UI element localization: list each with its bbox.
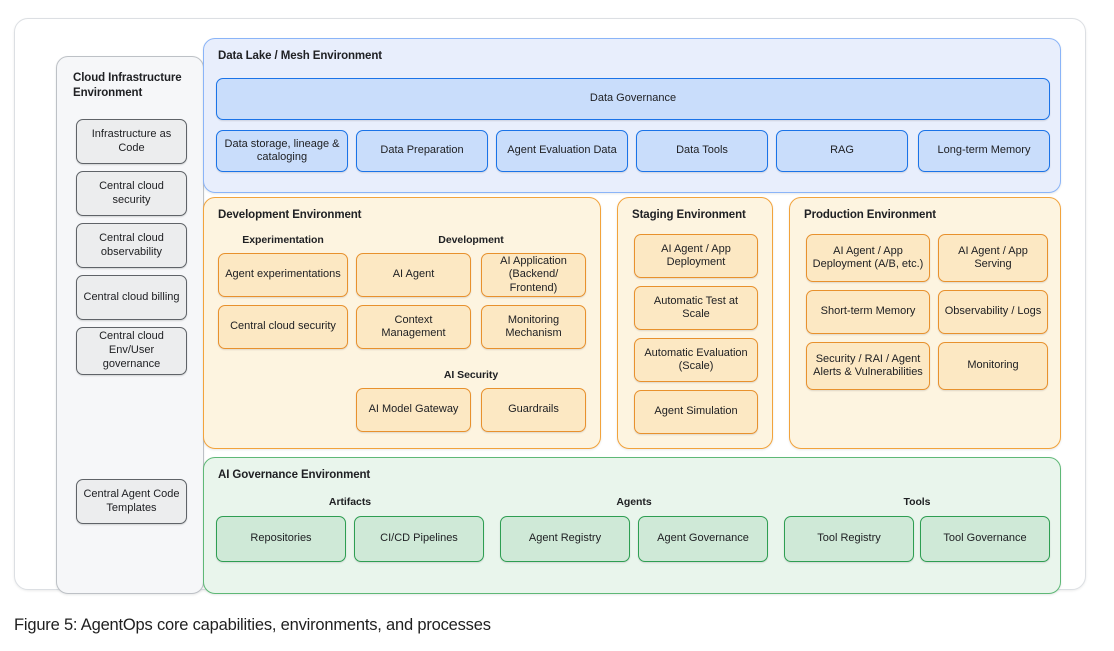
node-central-cloud-env-user-governance[interactable]: Central cloud Env/User governance — [76, 327, 187, 375]
ai-governance-environment-panel: AI Governance Environment Artifacts Agen… — [203, 457, 1061, 594]
node-agent-simulation[interactable]: Agent Simulation — [634, 390, 758, 434]
node-tool-governance[interactable]: Tool Governance — [920, 516, 1050, 562]
node-monitoring[interactable]: Monitoring — [938, 342, 1048, 390]
node-long-term-memory[interactable]: Long-term Memory — [918, 130, 1050, 172]
group-label-tools: Tools — [903, 496, 931, 508]
node-observability-logs[interactable]: Observability / Logs — [938, 290, 1048, 334]
node-rag[interactable]: RAG — [776, 130, 908, 172]
node-infrastructure-as-code[interactable]: Infrastructure as Code — [76, 119, 187, 164]
node-short-term-memory[interactable]: Short-term Memory — [806, 290, 930, 334]
node-central-cloud-security[interactable]: Central cloud security — [76, 171, 187, 216]
node-ai-agent-app-serving[interactable]: AI Agent / App Serving — [938, 234, 1048, 282]
node-data-tools[interactable]: Data Tools — [636, 130, 768, 172]
node-staging-ai-agent-app-deployment[interactable]: AI Agent / App Deployment — [634, 234, 758, 278]
diagram-frame: Cloud Infrastructure Environment Infrast… — [14, 18, 1086, 594]
node-context-management[interactable]: Context Management — [356, 305, 471, 349]
node-central-cloud-billing[interactable]: Central cloud billing — [76, 275, 187, 320]
production-environment-panel: Production Environment AI Agent / App De… — [789, 197, 1061, 449]
node-guardrails[interactable]: Guardrails — [481, 388, 586, 432]
development-environment-panel: Development Environment Experimentation … — [203, 197, 601, 449]
node-agent-registry[interactable]: Agent Registry — [500, 516, 630, 562]
group-label-artifacts: Artifacts — [328, 496, 372, 508]
node-agent-governance[interactable]: Agent Governance — [638, 516, 768, 562]
node-ai-model-gateway[interactable]: AI Model Gateway — [356, 388, 471, 432]
node-tool-registry[interactable]: Tool Registry — [784, 516, 914, 562]
group-label-experimentation: Experimentation — [242, 234, 324, 246]
node-central-cloud-observability[interactable]: Central cloud observability — [76, 223, 187, 268]
group-label-ai-security: AI Security — [443, 369, 499, 381]
node-monitoring-mechanism[interactable]: Monitoring Mechanism — [481, 305, 586, 349]
data-lake-mesh-environment-title: Data Lake / Mesh Environment — [218, 50, 382, 62]
staging-environment-panel: Staging Environment AI Agent / App Deplo… — [617, 197, 773, 449]
node-central-cloud-security-dev[interactable]: Central cloud security — [218, 305, 348, 349]
node-agent-evaluation-data[interactable]: Agent Evaluation Data — [496, 130, 628, 172]
production-environment-title: Production Environment — [804, 209, 936, 221]
ai-governance-environment-title: AI Governance Environment — [218, 469, 371, 481]
development-environment-title: Development Environment — [218, 209, 362, 221]
node-data-governance[interactable]: Data Governance — [216, 78, 1050, 120]
cloud-infrastructure-environment-panel: Cloud Infrastructure Environment Infrast… — [56, 56, 204, 594]
data-lake-mesh-environment-panel: Data Lake / Mesh Environment Data Govern… — [203, 38, 1061, 193]
staging-environment-title: Staging Environment — [632, 209, 746, 221]
node-central-agent-code-templates[interactable]: Central Agent Code Templates — [76, 479, 187, 524]
group-label-agents: Agents — [616, 496, 652, 508]
node-data-preparation[interactable]: Data Preparation — [356, 130, 488, 172]
node-ai-agent[interactable]: AI Agent — [356, 253, 471, 297]
node-ai-application[interactable]: AI Application (Backend/ Frontend) — [481, 253, 586, 297]
figure-caption: Figure 5: AgentOps core capabilities, en… — [14, 616, 491, 634]
node-automatic-evaluation-scale[interactable]: Automatic Evaluation (Scale) — [634, 338, 758, 382]
node-data-storage-lineage-cataloging[interactable]: Data storage, lineage & cataloging — [216, 130, 348, 172]
node-security-rai-agent-alerts-vulnerabilities[interactable]: Security / RAI / Agent Alerts & Vulnerab… — [806, 342, 930, 390]
group-label-development: Development — [438, 234, 504, 246]
node-repositories[interactable]: Repositories — [216, 516, 346, 562]
node-prod-ai-agent-app-deployment[interactable]: AI Agent / App Deployment (A/B, etc.) — [806, 234, 930, 282]
node-automatic-test-at-scale[interactable]: Automatic Test at Scale — [634, 286, 758, 330]
node-ci-cd-pipelines[interactable]: CI/CD Pipelines — [354, 516, 484, 562]
node-agent-experimentations[interactable]: Agent experimentations — [218, 253, 348, 297]
cloud-infrastructure-environment-title: Cloud Infrastructure Environment — [73, 72, 182, 99]
